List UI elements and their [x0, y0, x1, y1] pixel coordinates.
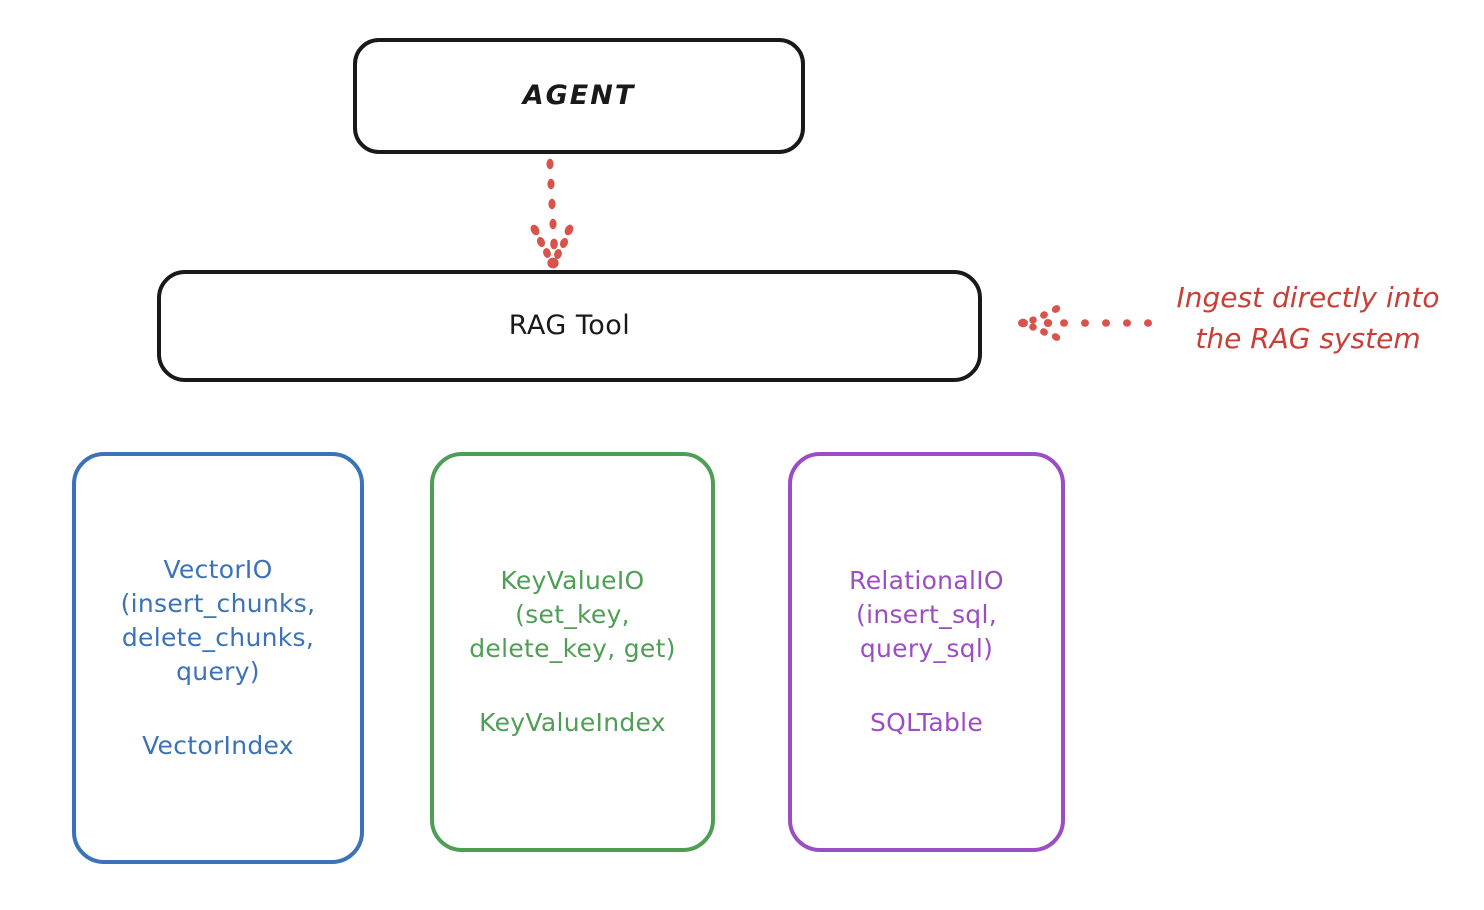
node-key-value-io-index-label: KeyValueIndex — [479, 708, 666, 737]
node-relational-io[interactable]: RelationalIO (insert_sql, query_sql) SQL… — [788, 452, 1065, 852]
node-vector-io-index-label: VectorIndex — [142, 731, 294, 760]
ingest-annotation-text: Ingest directly into the RAG system — [1176, 281, 1440, 355]
node-relational-io-content: RelationalIO (insert_sql, query_sql) SQL… — [792, 564, 1061, 740]
node-vector-io-api-label: VectorIO (insert_chunks, delete_chunks, … — [120, 555, 316, 686]
node-relational-io-api-label: RelationalIO (insert_sql, query_sql) — [849, 566, 1004, 663]
node-rag-tool-label: RAG Tool — [508, 310, 631, 342]
spacer — [792, 666, 1061, 706]
node-vector-io[interactable]: VectorIO (insert_chunks, delete_chunks, … — [72, 452, 364, 864]
spacer — [434, 666, 711, 706]
node-agent[interactable]: AGENT — [353, 38, 805, 154]
dotted-left-arrow-icon — [1018, 305, 1152, 341]
node-key-value-io[interactable]: KeyValueIO (set_key, delete_key, get) Ke… — [430, 452, 715, 852]
node-key-value-io-api-label: KeyValueIO (set_key, delete_key, get) — [469, 566, 676, 663]
node-key-value-io-content: KeyValueIO (set_key, delete_key, get) Ke… — [434, 564, 711, 740]
node-vector-io-content: VectorIO (insert_chunks, delete_chunks, … — [76, 553, 360, 763]
spacer — [76, 689, 360, 729]
node-agent-label: AGENT — [522, 80, 636, 112]
node-relational-io-index-label: SQLTable — [869, 708, 984, 737]
node-rag-tool[interactable]: RAG Tool — [157, 270, 982, 382]
dotted-down-arrow-icon — [530, 158, 574, 269]
